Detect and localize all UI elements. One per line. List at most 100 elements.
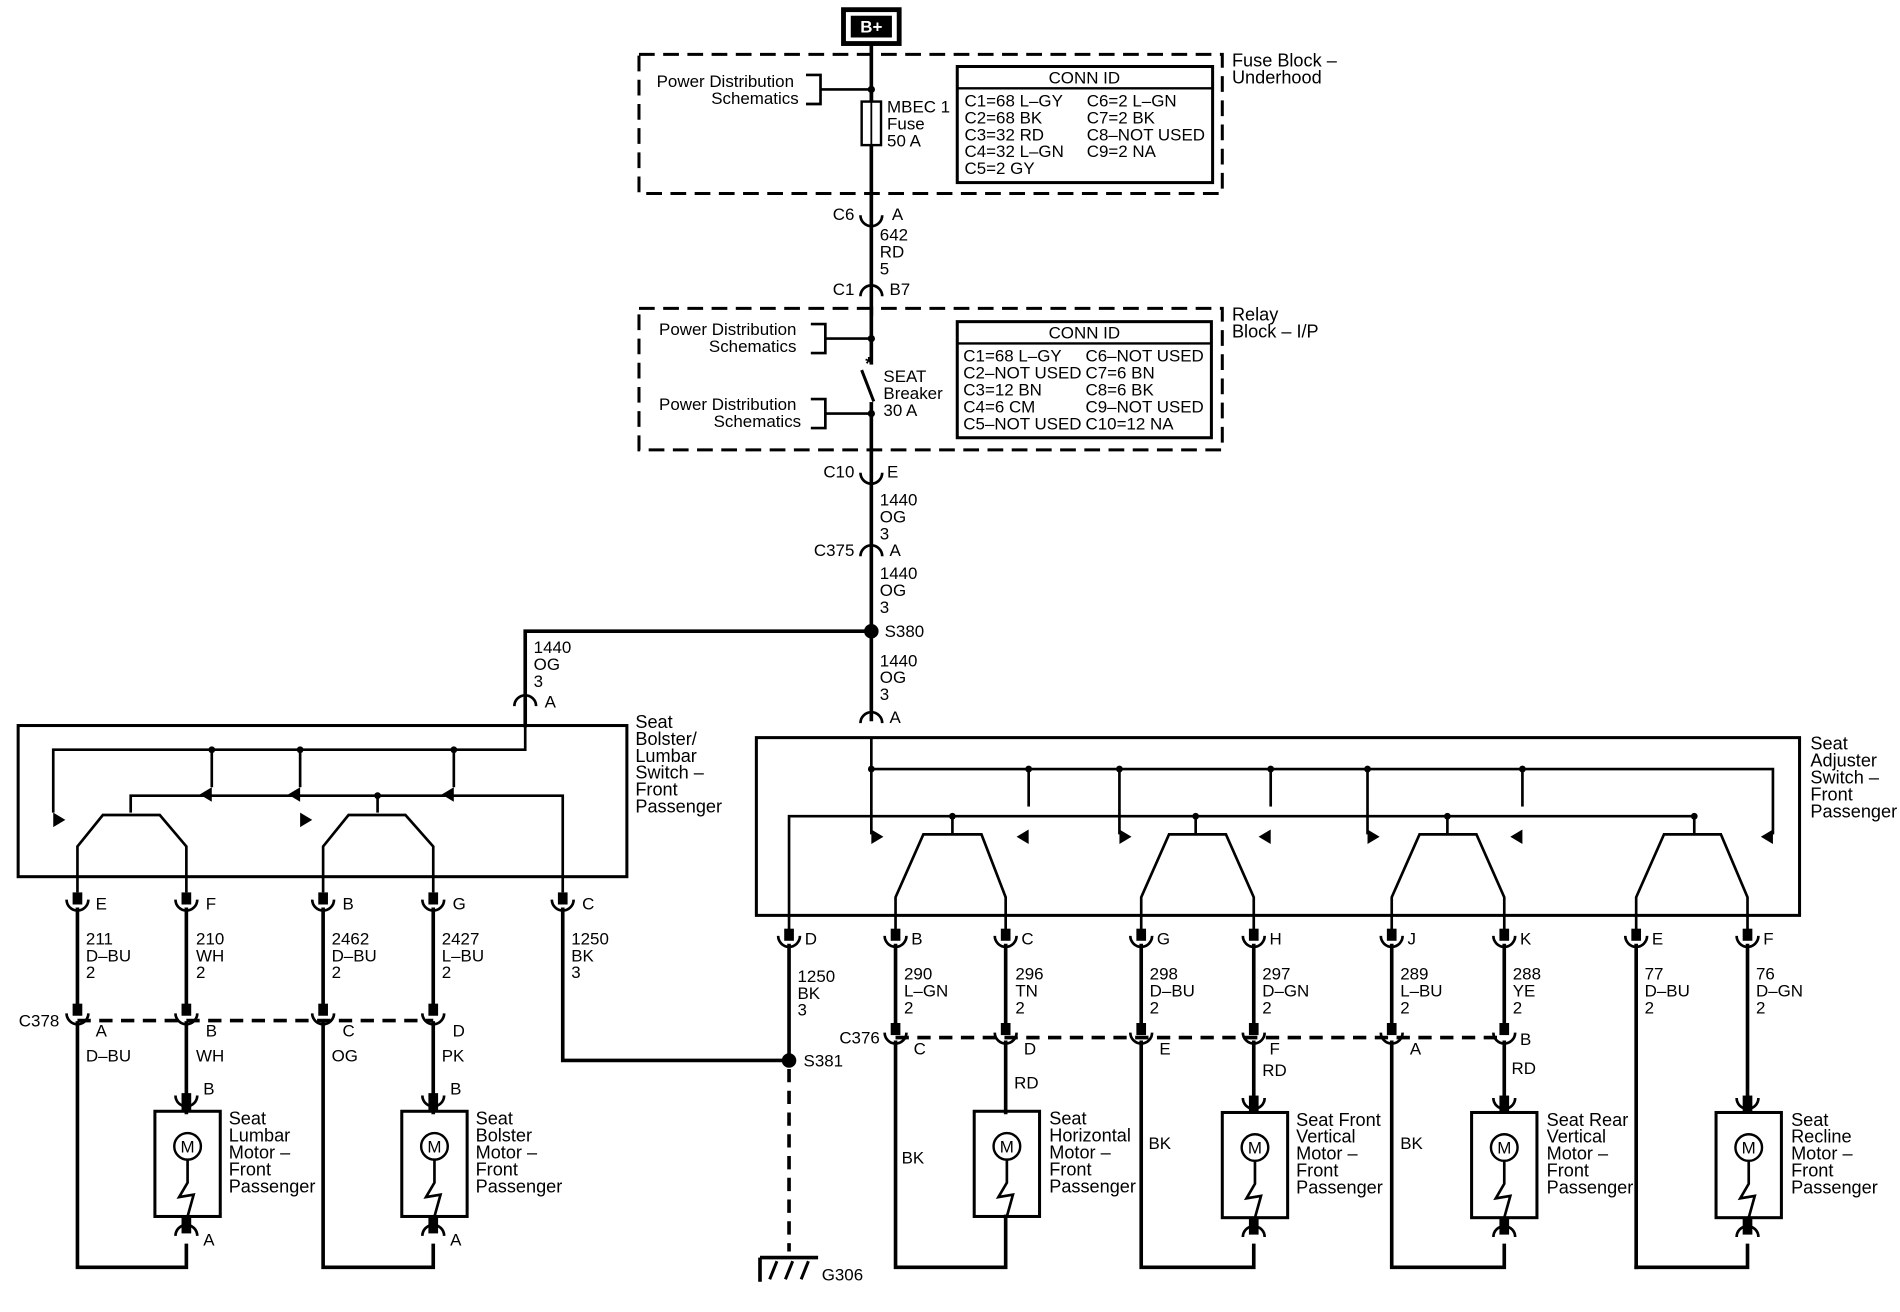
svg-text:642 RD 5: 642 RD 5 — [880, 226, 913, 279]
wire-211-num: 211 — [86, 929, 113, 948]
recline-motor-name-3: Motor – — [1791, 1144, 1853, 1164]
wire-1250-left-num: 1250 — [571, 929, 609, 948]
recline-motor-name-1: Seat — [1791, 1110, 1828, 1130]
breaker-type: Breaker — [883, 384, 943, 403]
adjuster-pin-e: E — [1623, 928, 1663, 948]
c376-color-e: BK — [1148, 1134, 1171, 1153]
c378-color-d: PK — [442, 1047, 465, 1066]
feed-w3-color: OG — [880, 668, 906, 687]
bolster-motor: B M A Seat Bolster Motor – Front Passeng… — [400, 1079, 563, 1249]
feed-w2-gauge: 3 — [880, 598, 889, 617]
c376-pin-e: E — [1159, 1039, 1170, 1058]
wire-1250-right-gauge: 3 — [798, 1001, 807, 1020]
front-vertical-motor: M Seat Front Vertical Motor – Front Pass… — [1220, 1095, 1383, 1238]
svg-text:SEAT Breaker 30 A: SEAT Breaker 30 A — [883, 367, 947, 420]
svg-text:C1=68 L–GY C2=68 BK: C1=68 L–GY C2=68 BK C3=32 RD C4=32 L–GN … — [965, 91, 1210, 178]
wire-288-color: YE — [1513, 981, 1536, 1000]
relay-pd-label-2a: Power Distribution — [659, 395, 796, 414]
wire-2427-gauge: 2 — [442, 963, 451, 982]
relay-conn-right-3: C8=6 BK — [1086, 380, 1155, 399]
svg-text:1440 OG 3: 1440 OG 3 — [880, 651, 922, 704]
svg-text:BK RD BK RD: BK RD BK RD BK RD — [902, 1059, 1536, 1167]
bolster-pin-f: F — [174, 892, 216, 913]
bolster-switch-title-2: Bolster/ — [635, 729, 697, 749]
svg-text:F: F — [206, 894, 216, 913]
rear-vertical-motor-name-1: Seat Rear — [1547, 1110, 1629, 1130]
fuse-conn-left-1: C1=68 L–GY — [965, 91, 1063, 110]
wire-76-color: D–GN — [1756, 981, 1803, 1000]
svg-text:Seat Horizontal Mo: Seat Horizontal Motor – Front Passenger — [1049, 1109, 1136, 1197]
bolster-pin-c: C — [550, 892, 594, 913]
svg-text:Fuse Block – Underhood: Fuse Block – Underhood — [1232, 51, 1342, 88]
s380-label: S380 — [885, 622, 925, 641]
rear-vertical-motor-name-3: Motor – — [1547, 1144, 1609, 1164]
relay-block-title-2: Block – I/P — [1232, 321, 1319, 341]
svg-text:Relay Block – I/P: Relay Block – I/P — [1232, 304, 1319, 341]
wire-296-color: TN — [1015, 981, 1038, 1000]
relay-conn-left-4: C4=6 CM — [963, 397, 1035, 416]
fuse-conn-right-3: C8–NOT USED — [1087, 125, 1205, 144]
c376-pin-d: D — [1024, 1039, 1036, 1058]
c378-color-b: WH — [196, 1047, 224, 1066]
wire-1250-right-color: BK — [798, 984, 821, 1003]
wire-2462-gauge: 2 — [332, 963, 341, 982]
svg-text:1440 OG 3: 1440 OG 3 — [534, 638, 576, 691]
front-vertical-motor-name-2: Vertical — [1296, 1127, 1355, 1147]
ground-icon — [758, 1255, 819, 1282]
wire-77-gauge: 2 — [1645, 998, 1654, 1017]
bolster-motor-bottom-pin: A — [450, 1230, 462, 1249]
wire-296-num: 296 — [1015, 964, 1043, 983]
horizontal-motor-name-3: Motor – — [1049, 1142, 1111, 1162]
rear-vertical-motor-name-5: Passenger — [1547, 1178, 1634, 1198]
wire-1250-right-num: 1250 — [798, 967, 836, 986]
relay-block: Relay Block – I/P Power Distribution Sch… — [637, 304, 1319, 452]
connector-c376: C376 C D E F A B — [839, 1022, 1531, 1058]
fuse-pd-label-1: Power Distribution — [657, 72, 794, 91]
svg-text:1250 BK 3 29: 1250 BK 3 290 L–GN 2 296 TN 2 298 D–BU 2… — [798, 964, 1808, 1019]
svg-text:1440 OG 3: 1440 OG 3 — [880, 564, 922, 617]
svg-text:C1=68 L–GY C2–NOT USED: C1=68 L–GY C2–NOT USED C3=12 BN C4=6 CM … — [963, 347, 1208, 434]
wire-289-color: L–BU — [1400, 981, 1442, 1000]
svg-text:Seat Rear Vertical: Seat Rear Vertical Motor – Front Passeng… — [1547, 1110, 1634, 1198]
horizontal-motor-symbol: M — [1000, 1137, 1014, 1156]
wire-210-gauge: 2 — [196, 963, 205, 982]
svg-text:Seat Bolster Motor: Seat Bolster Motor – Front Passenger — [476, 1109, 563, 1197]
horizontal-motor-name-2: Horizontal — [1049, 1126, 1131, 1146]
adjuster-pin-f: F — [1735, 928, 1774, 948]
c376-color-f: RD — [1262, 1061, 1286, 1080]
relay-conn-left-1: C1=68 L–GY — [963, 347, 1061, 366]
svg-text:J: J — [1407, 929, 1415, 948]
lumbar-motor-top-pin: B — [203, 1079, 214, 1098]
rear-vertical-motor-name-4: Front — [1547, 1161, 1589, 1181]
bolster-feed-pin: A — [545, 692, 557, 711]
wire-642-num: 642 — [880, 226, 908, 245]
adjuster-pin-k: K — [1492, 928, 1532, 948]
fuse-conn-id-title: CONN ID — [1049, 68, 1120, 87]
adjuster-pin-h: H — [1241, 928, 1282, 948]
c376-color-d: RD — [1014, 1073, 1038, 1092]
adjuster-switch-title-1: Seat — [1810, 734, 1847, 754]
fuse-conn-left-5: C5=2 GY — [965, 159, 1035, 178]
c375-label: C375 — [814, 541, 854, 560]
wire-296-gauge: 2 — [1015, 998, 1024, 1017]
lumbar-motor: B M A Seat Lumbar Motor – Front Passenge… — [153, 1079, 315, 1249]
wire-211-color: D–BU — [86, 946, 131, 965]
bolster-switch-title-1: Seat — [635, 712, 672, 732]
fuse-conn-right-1: C6=2 L–GN — [1087, 91, 1177, 110]
fuse-conn-id-table — [955, 64, 1215, 185]
bolster-pin-b: B — [310, 892, 354, 913]
wire-76-num: 76 — [1756, 964, 1775, 983]
breaker-rating: 30 A — [883, 401, 918, 420]
wire-210-num: 210 — [196, 929, 224, 948]
recline-motor: M Seat Recline Motor – Front Passenger — [1714, 1095, 1878, 1238]
wire-642: C6 A 642 RD 5 C1 B7 — [833, 191, 913, 317]
splice-s381 — [781, 1053, 797, 1068]
wire-289-gauge: 2 — [1400, 998, 1409, 1017]
bolster-motor-name-4: Front — [476, 1159, 518, 1179]
c376-pin-b: B — [1520, 1030, 1531, 1049]
wire-77-color: D–BU — [1645, 981, 1690, 1000]
bolster-motor-top-pin: B — [450, 1079, 461, 1098]
lumbar-motor-name-4: Front — [229, 1159, 271, 1179]
lumbar-motor-name-2: Lumbar — [229, 1126, 290, 1146]
